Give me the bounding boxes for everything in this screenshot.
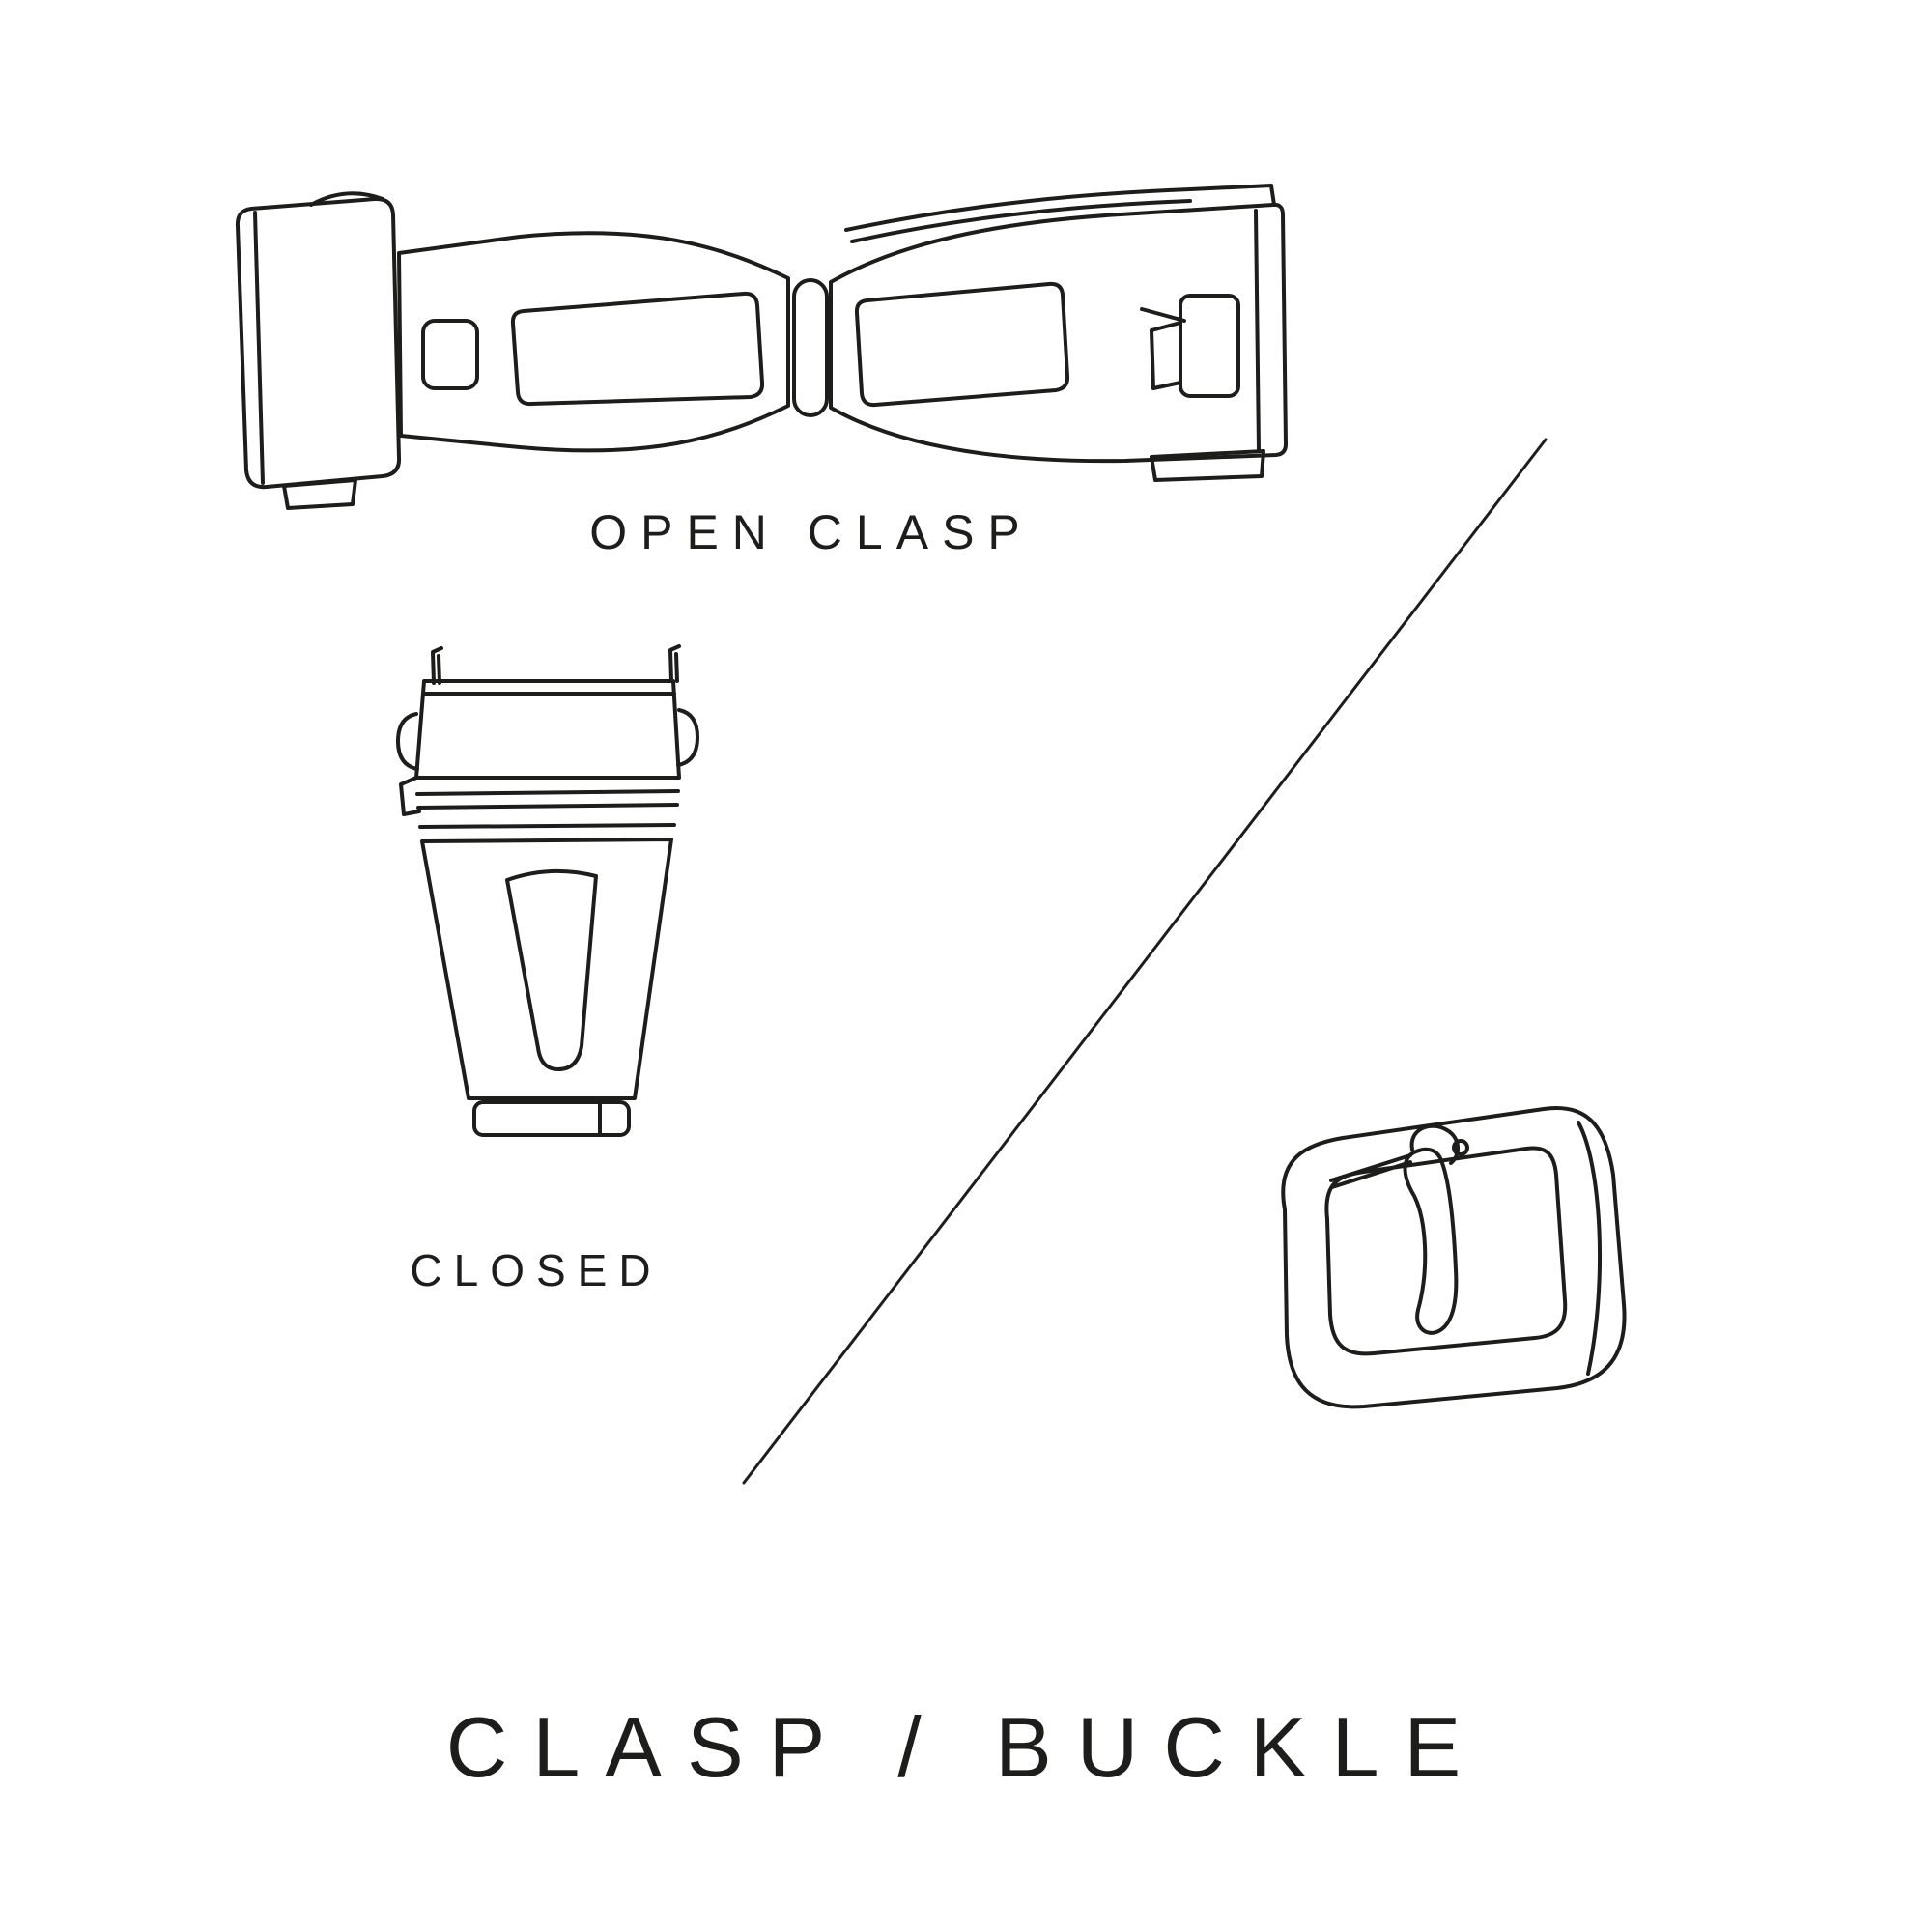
open-clasp-left-arm bbox=[397, 231, 790, 453]
closed-clasp-foot bbox=[472, 1100, 631, 1137]
open-clasp-right-arm bbox=[829, 184, 1288, 482]
open-clasp-left-end-link bbox=[235, 191, 402, 510]
buckle-illustration bbox=[1281, 1106, 1627, 1409]
open-clasp-illustration bbox=[235, 184, 1288, 510]
closed-clasp-band bbox=[399, 776, 680, 829]
page-title: CLASP / BUCKLE bbox=[445, 1699, 1487, 1795]
closed-clasp-top-box bbox=[396, 679, 699, 780]
closed-clasp-illustration bbox=[396, 644, 699, 1137]
open-clasp-label: OPEN CLASP bbox=[589, 505, 1034, 559]
diagonal-divider-line bbox=[742, 438, 1548, 1485]
closed-clasp-prongs bbox=[431, 644, 681, 685]
open-clasp-center-hinge bbox=[792, 278, 829, 417]
closed-clasp-body bbox=[420, 838, 673, 1100]
buckle-pin-bar bbox=[1329, 1139, 1469, 1189]
closed-clasp-label: CLOSED bbox=[410, 1245, 663, 1295]
buckle-tang bbox=[1403, 1123, 1460, 1335]
